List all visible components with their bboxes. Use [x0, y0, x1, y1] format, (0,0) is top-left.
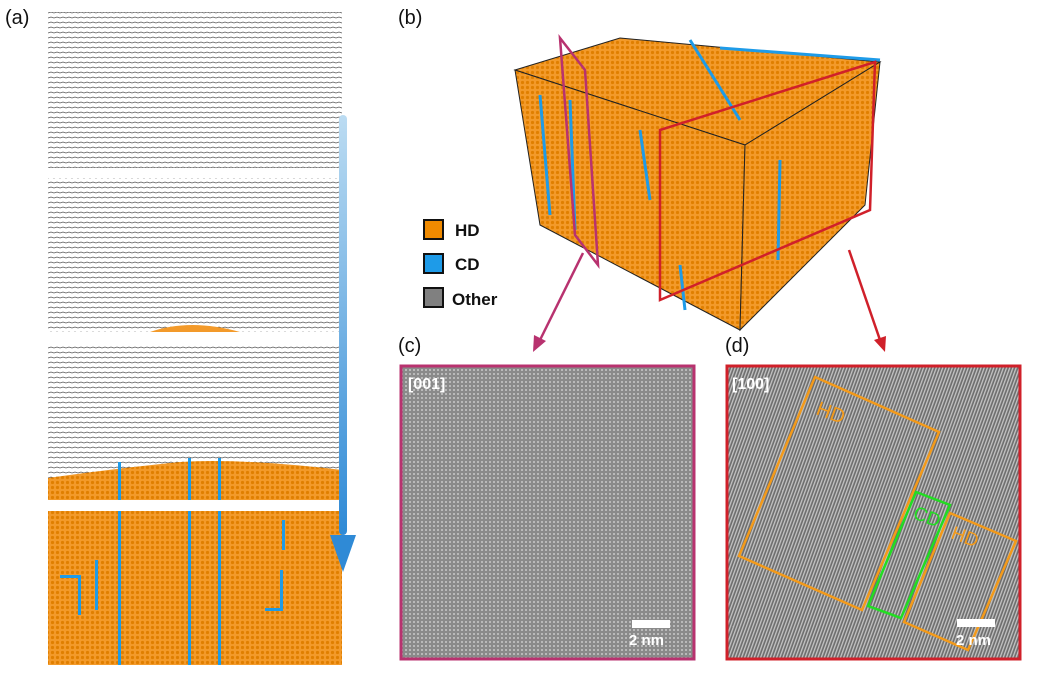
scale-bar-c [632, 620, 670, 628]
direction-100: [100] [732, 376, 769, 393]
snapshot-2 [48, 178, 342, 332]
3d-crystal-box [513, 33, 882, 332]
hrtem-001-image: [001] 2 nm [399, 364, 696, 661]
scale-bar-d [957, 619, 995, 627]
panel-a-label: (a) [5, 7, 29, 29]
legend-item-cd: CD [423, 253, 480, 274]
svg-text:CD: CD [455, 255, 480, 274]
cd-region [866, 490, 952, 620]
panel-d-label: (d) [725, 335, 749, 357]
svg-text:Other: Other [452, 290, 498, 309]
hrtem-100-image: [100] HD CD HD 2 nm [725, 364, 1022, 661]
scale-bar-d-label: 2 nm [956, 632, 991, 649]
panel-c-label: (c) [398, 335, 421, 357]
scale-bar-c-label: 2 nm [629, 632, 664, 649]
md-snapshots [48, 12, 342, 665]
time-arrow [330, 115, 356, 572]
svg-text:HD: HD [455, 221, 480, 240]
hd-region-2 [902, 511, 1018, 652]
direction-001: [001] [408, 376, 445, 393]
phase-legend: HD CD Other [423, 219, 498, 309]
legend-item-other: Other [423, 287, 498, 309]
slice-arrows [533, 249, 886, 352]
panel-b-label: (b) [398, 7, 422, 29]
hd-region-1 [737, 375, 941, 612]
snapshot-4 [48, 511, 342, 665]
legend-item-hd: HD [423, 219, 480, 240]
snapshot-1 [48, 12, 342, 168]
